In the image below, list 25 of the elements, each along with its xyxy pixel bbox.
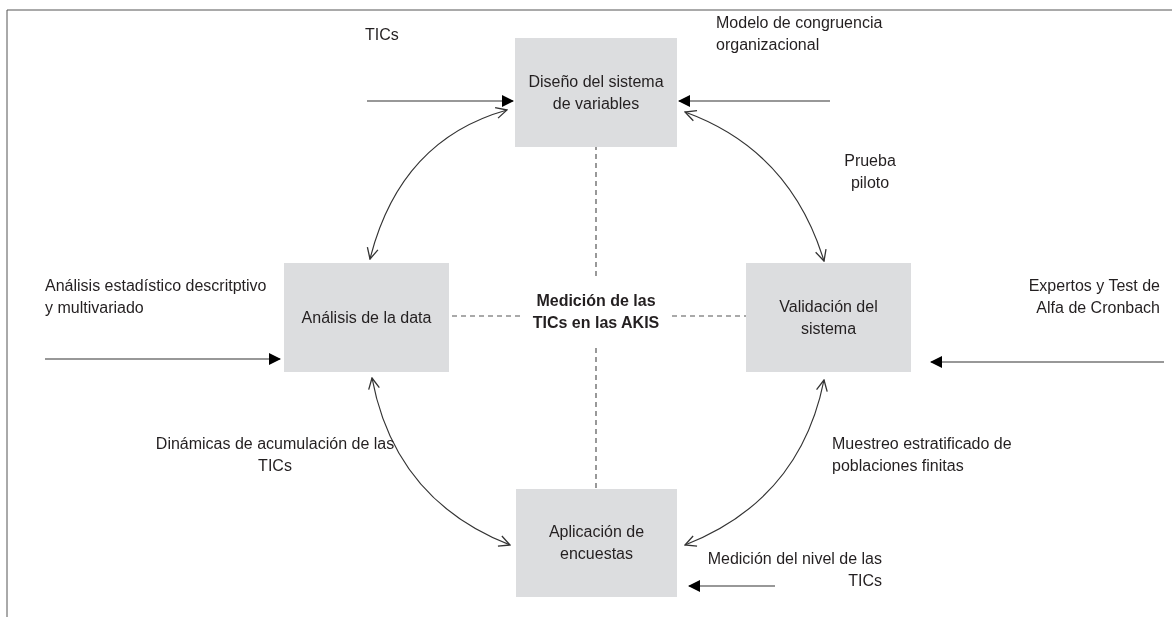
process-box: Aplicación de encuestas <box>516 489 677 597</box>
process-box: Análisis de la data <box>284 263 449 372</box>
arrow <box>44 353 281 365</box>
edge-label: Análisis estadístico descritptivo y multivariado <box>45 276 268 318</box>
edge-label: Medición del nivel de las TICs <box>706 549 882 591</box>
arrow <box>366 95 514 107</box>
arrow <box>930 356 1165 368</box>
double-arrow <box>368 377 511 547</box>
edge-label: Muestreo estratificado de poblaciones finitas <box>832 434 1013 476</box>
edge-label: Expertos y Test de Alfa de Cronbach <box>1027 276 1160 318</box>
dashed-connector <box>671 315 747 317</box>
edge-label: Prueba piloto <box>843 151 897 193</box>
process-box: Diseño del sistema de variables <box>515 38 677 147</box>
arrow <box>688 580 776 592</box>
dashed-connector <box>595 347 597 490</box>
double-arrow <box>367 107 508 260</box>
edge-label: Dinámicas de acumulación de las TICs <box>154 434 396 476</box>
center-text: Medición de las TICs en las AKIS <box>520 276 672 348</box>
arrow <box>678 95 831 107</box>
dashed-connector <box>595 146 597 277</box>
edge-label: TICs <box>365 25 400 45</box>
process-box: Validación del sistema <box>746 263 911 372</box>
double-arrow <box>684 110 827 262</box>
edge-label: Modelo de congruencia organizacional <box>716 13 884 55</box>
double-arrow <box>684 379 828 547</box>
